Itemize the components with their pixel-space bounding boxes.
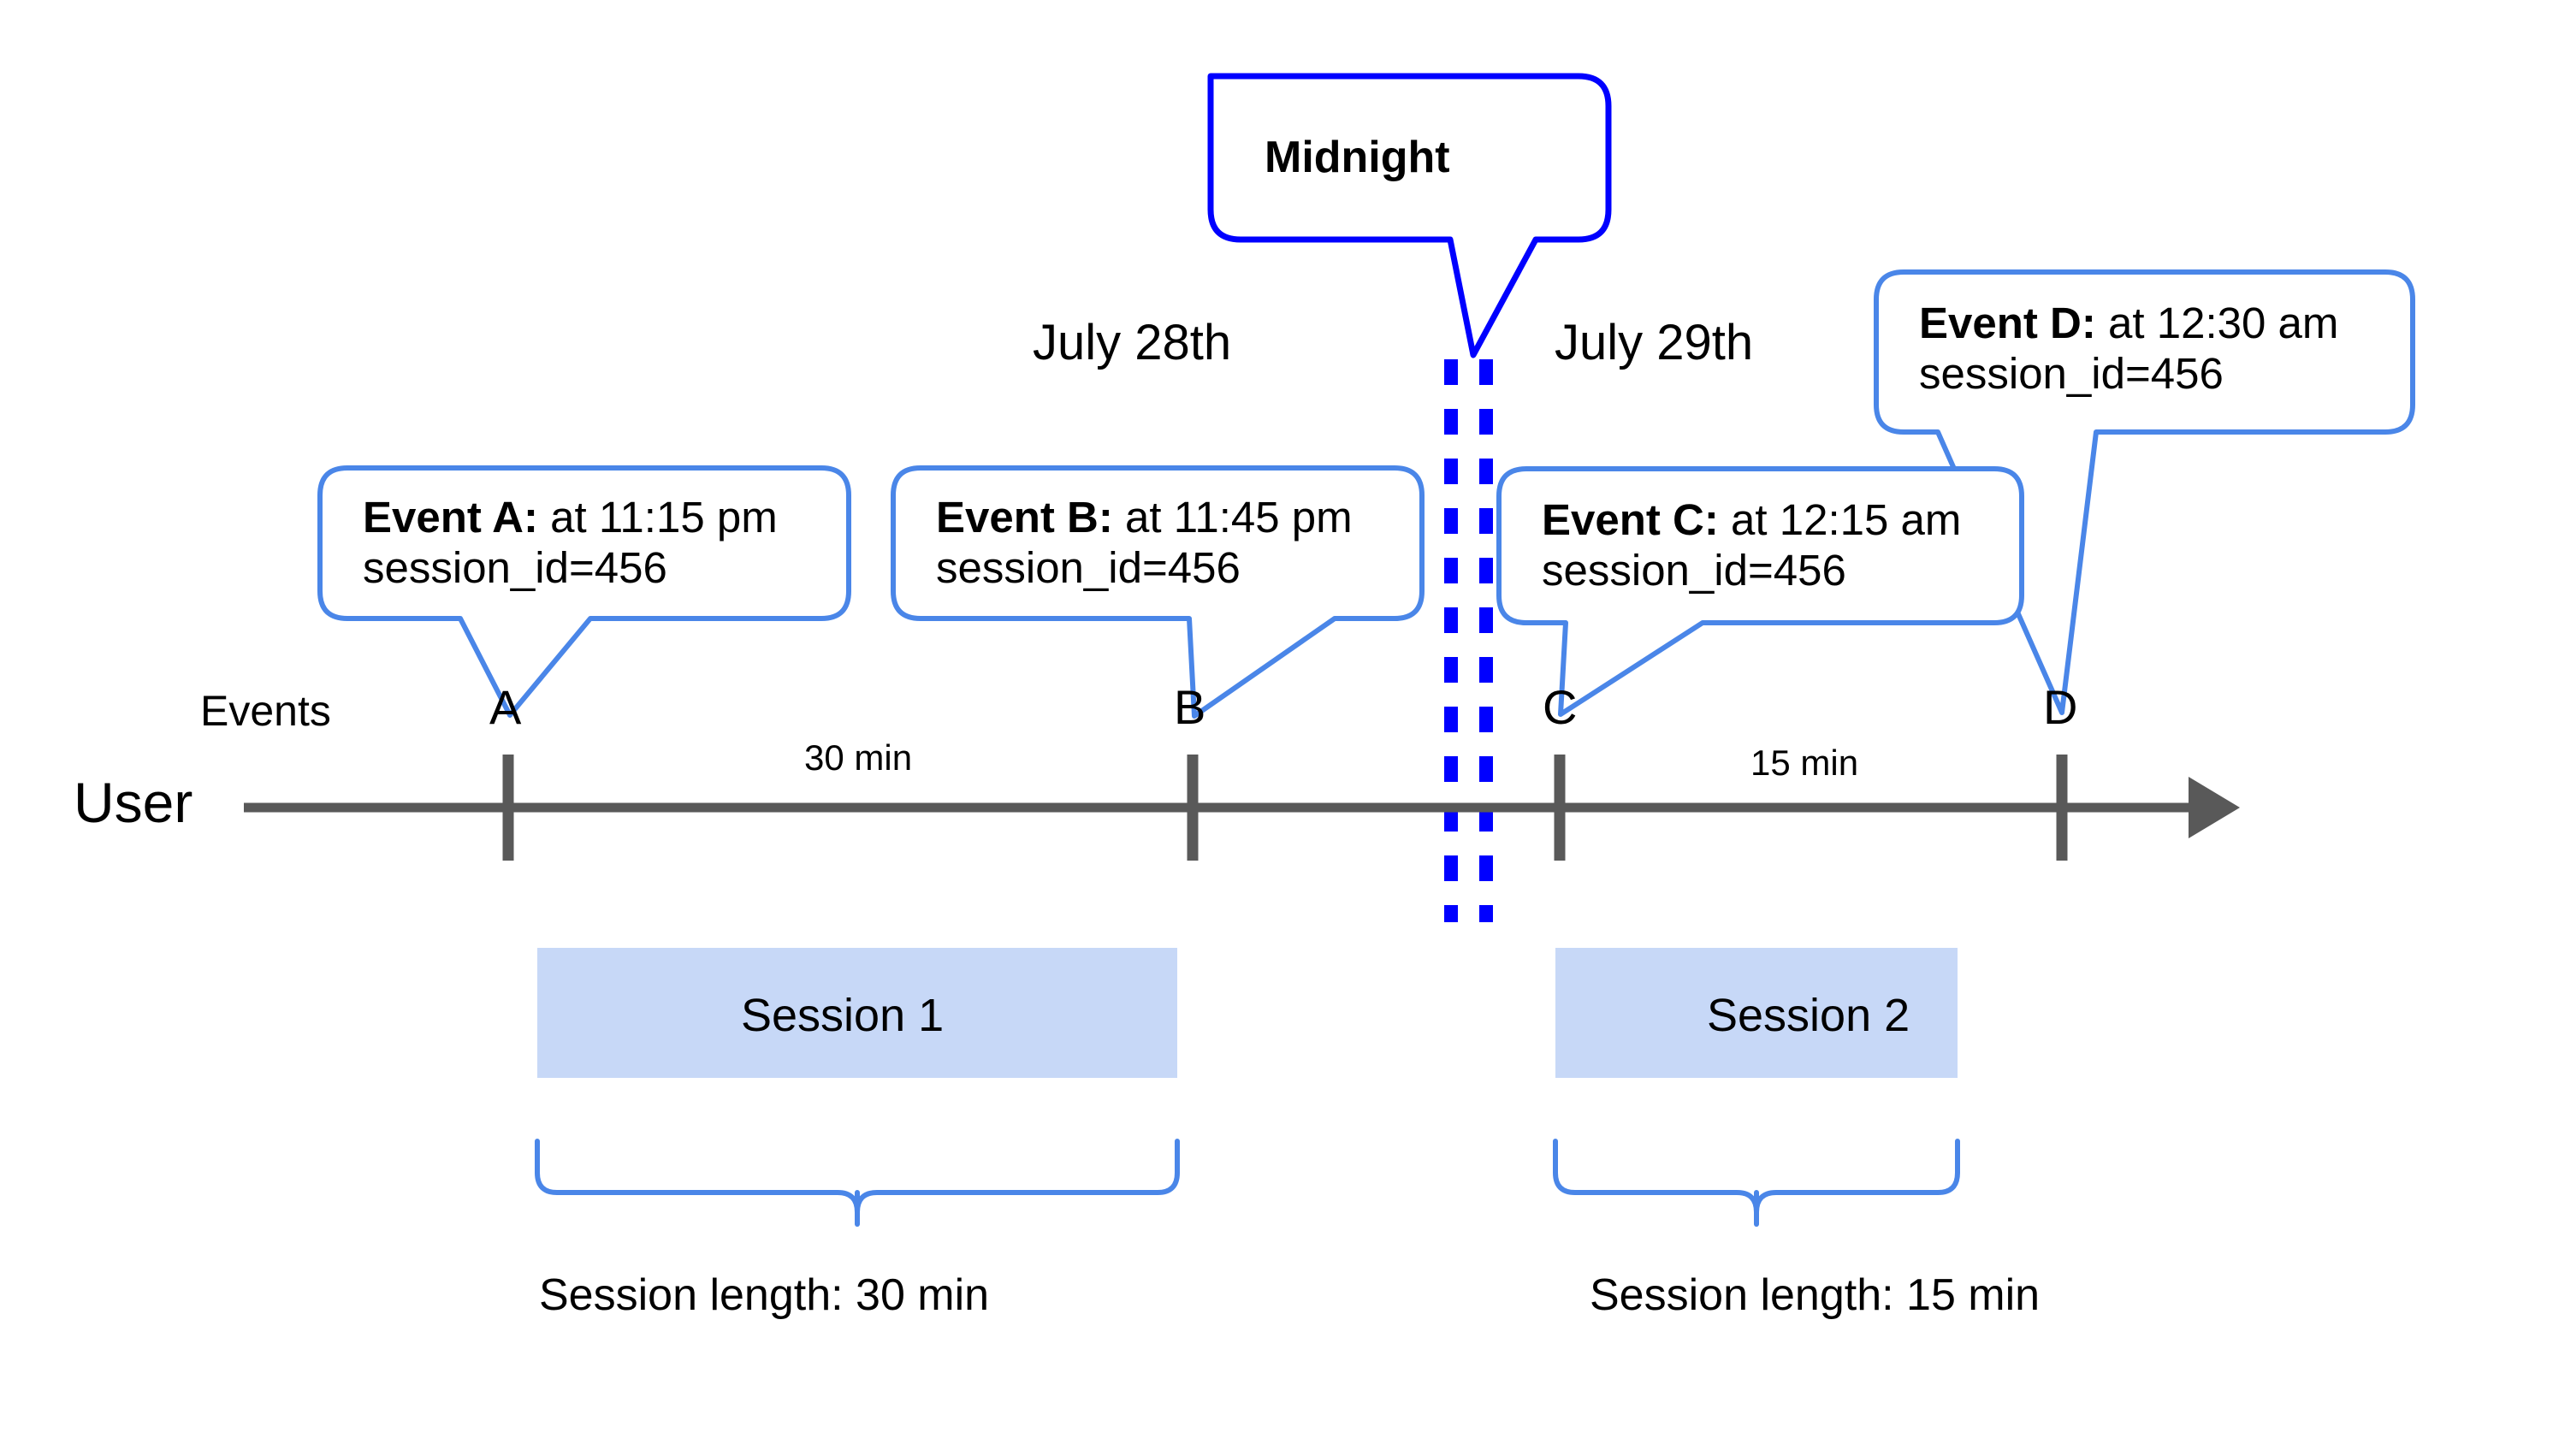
event-a-detail: at 11:15 pm — [537, 493, 778, 542]
event-c-callout-text: Event C: at 12:15 am session_id=456 — [1542, 494, 2021, 595]
event-c-title: Event C: — [1542, 495, 1719, 544]
midnight-label: Midnight — [1265, 133, 1450, 182]
tick-label-d: D — [2043, 680, 2078, 734]
event-c-line-2: session_id=456 — [1542, 546, 1846, 595]
session-1-bar-label: Session 1 — [741, 990, 945, 1041]
session-2-bar — [1555, 948, 1958, 1078]
events-lane-label: Events — [200, 687, 331, 735]
event-d-title: Event D: — [1919, 299, 2096, 347]
timeline-arrowhead — [2189, 777, 2240, 838]
event-d-line-2: session_id=456 — [1919, 349, 2224, 398]
event-d-callout-text: Event D: at 12:30 am session_id=456 — [1919, 298, 2407, 399]
timeline-axis — [244, 755, 2240, 861]
event-b-line-2: session_id=456 — [936, 543, 1241, 592]
event-c-detail: at 12:15 am — [1718, 495, 1962, 544]
midnight-dashed-lines — [1444, 359, 1493, 922]
event-c-callout-shape — [1496, 466, 2024, 717]
session-1-bar — [537, 948, 1177, 1078]
event-a-line-1: Event A: at 11:15 pm — [363, 492, 842, 542]
tick-label-c: C — [1543, 680, 1578, 734]
session-2-brace — [1553, 1139, 1960, 1227]
event-b-callout-shape — [891, 465, 1425, 719]
event-d-line-1: Event D: at 12:30 am — [1919, 298, 2407, 348]
tick-label-a: A — [489, 680, 522, 734]
day-label-july-28: July 28th — [1033, 315, 1232, 370]
session-1-length-label: Session length: 30 min — [539, 1270, 990, 1320]
event-a-callout-text: Event A: at 11:15 pm session_id=456 — [363, 492, 842, 593]
event-d-callout-shape — [1874, 269, 2415, 715]
session-1-brace — [535, 1139, 1180, 1227]
event-b-line-1: Event B: at 11:45 pm — [936, 492, 1415, 542]
midnight-callout-shape — [1207, 73, 1612, 358]
tick-label-b: B — [1174, 680, 1206, 734]
event-a-line-2: session_id=456 — [363, 543, 667, 592]
session-2-bar-label: Session 2 — [1707, 990, 1910, 1041]
event-b-title: Event B: — [936, 493, 1113, 542]
event-b-callout-text: Event B: at 11:45 pm session_id=456 — [936, 492, 1415, 593]
event-a-title: Event A: — [363, 493, 538, 542]
duration-label-a-b: 30 min — [804, 737, 913, 778]
event-b-detail: at 11:45 pm — [1112, 493, 1353, 542]
day-label-july-29: July 29th — [1555, 315, 1754, 370]
user-lane-label: User — [74, 771, 193, 834]
session-2-length-label: Session length: 15 min — [1590, 1270, 2041, 1320]
event-a-callout-shape — [317, 465, 851, 718]
duration-label-c-d: 15 min — [1750, 743, 1859, 783]
event-d-detail: at 12:30 am — [2095, 299, 2339, 347]
event-c-line-1: Event C: at 12:15 am — [1542, 494, 2021, 545]
